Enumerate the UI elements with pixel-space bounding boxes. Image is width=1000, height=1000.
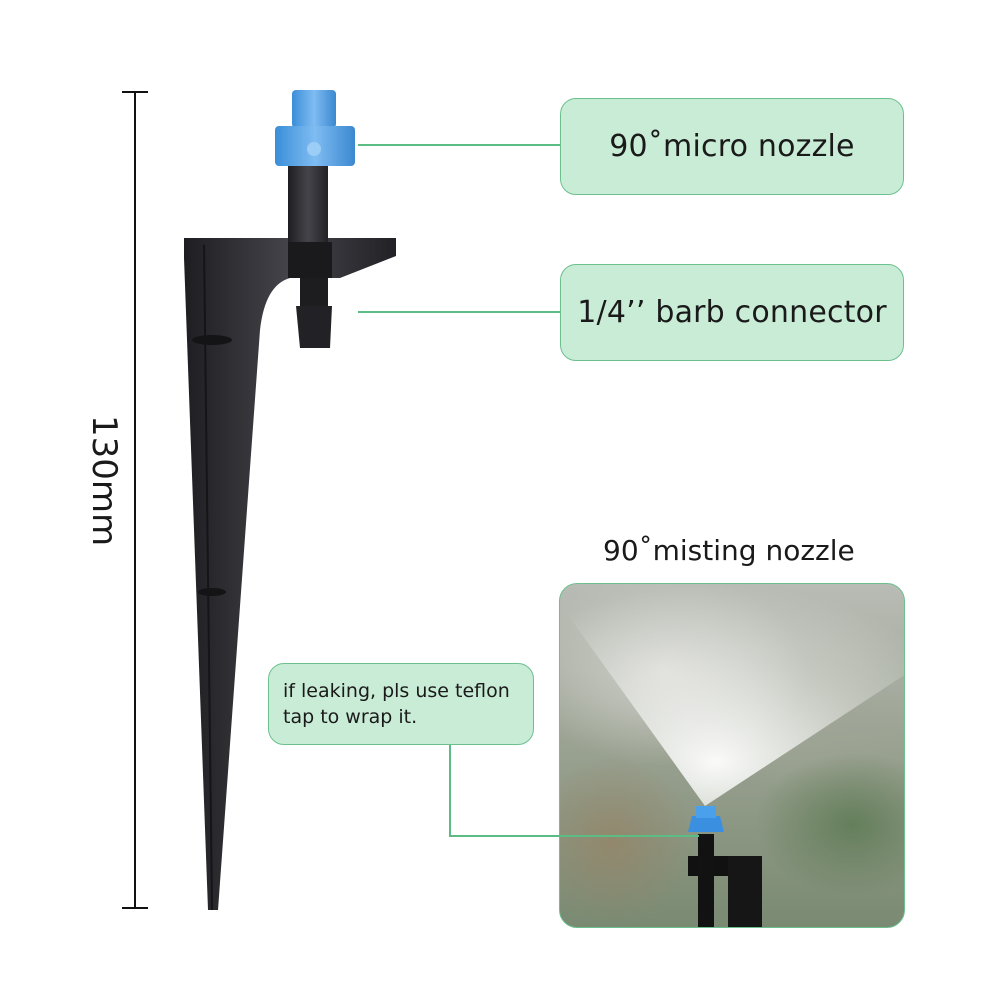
leader-teflon-horizontal — [449, 835, 699, 837]
teflon-note-line1: if leaking, pls use teflon — [283, 680, 510, 702]
leader-micro-nozzle — [358, 144, 562, 146]
spray-illustration — [560, 584, 904, 927]
dimension-label: 130mm — [84, 415, 124, 547]
dimension-bottom-tick — [122, 907, 148, 909]
teflon-note-line2: tap to wrap it. — [283, 706, 418, 728]
callout-barb-connector: 1/4’’ barb connector — [560, 264, 904, 361]
callout-barb-connector-text: 1/4’’ barb connector — [577, 295, 887, 330]
dimension-line — [134, 91, 136, 909]
photo-title: 90˚misting nozzle — [603, 534, 855, 567]
callout-micro-nozzle: 90˚micro nozzle — [560, 98, 904, 195]
leader-teflon-vertical — [449, 745, 451, 837]
stake-nozzle-illustration — [184, 90, 396, 910]
misting-nozzle-photo — [559, 583, 905, 928]
leader-barb-connector — [358, 311, 562, 313]
callout-micro-nozzle-text: 90˚micro nozzle — [609, 129, 855, 164]
callout-teflon-note: if leaking, pls use teflon tap to wrap i… — [268, 663, 534, 745]
